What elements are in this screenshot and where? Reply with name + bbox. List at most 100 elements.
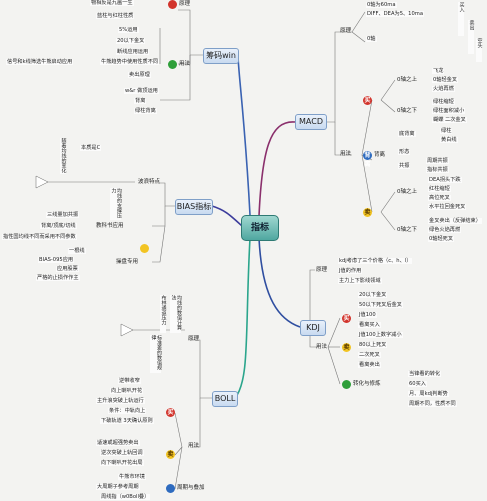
macd-usage-label: 用法 xyxy=(340,151,352,157)
bias-practical-item: 应用股票 xyxy=(56,266,79,272)
bias-textbook-item: 背离/顶底/切线 xyxy=(40,223,77,229)
macd-sell-item: 高位死叉 xyxy=(428,195,451,201)
bias-feature-vert: 随着均线的变化 xyxy=(60,138,67,174)
chouma-bottom-item: 绿柱背离 xyxy=(134,108,157,114)
macd-sell-item: 0轴轻死叉 xyxy=(428,236,455,242)
macd-buy-item: 飞龙 xyxy=(432,68,445,74)
macd-origin-item: DIFF、DEA为5、10ma xyxy=(366,11,425,17)
chouma-top-item: 物相反是九画一生 xyxy=(90,0,134,6)
boll-sell-item: 向下喇叭开花出局 xyxy=(100,460,144,466)
boll-buy-item: 逆带收窄 xyxy=(118,378,141,384)
kdj-conv-item: 当锋看的转化 xyxy=(408,371,442,377)
bias-practical-item: BIAS-095应用 xyxy=(38,257,75,263)
boll-origin-vert: 均线的数值计算法 xyxy=(170,295,182,333)
macd-origin-vert: 买入 xyxy=(458,2,465,36)
macd-origin-vert: 空头 xyxy=(476,38,483,62)
below-zero-label: 0轴之下 xyxy=(397,108,417,114)
divergence-sub: 共振 xyxy=(398,163,411,169)
divergence-sub: 形态 xyxy=(398,149,411,155)
boll-buy-item: 向上喇叭开花 xyxy=(110,388,144,394)
chouma-origin-label: 原理 xyxy=(179,1,191,7)
divergence-icon: 背离 xyxy=(363,151,372,168)
kdj-origin-item: 主力上下影线领域 xyxy=(338,278,382,284)
macd-node[interactable]: MACD xyxy=(295,114,327,130)
chouma-top-item: 蓝柱与红柱性质 xyxy=(96,13,135,19)
kdj-buy-item: J值100 xyxy=(358,312,377,318)
boll-usage-label: 用法 xyxy=(188,443,200,449)
macd-buy-item: 0轴轻金叉 xyxy=(432,77,459,83)
kdj-buy-item: 50以下死叉后金叉 xyxy=(358,302,403,308)
bias-textbook-label: 教科书应用 xyxy=(96,223,124,229)
kdj-buy-item: 看离买入 xyxy=(358,322,381,328)
divergence-label: 背离 xyxy=(374,152,386,158)
above-zero-label: 0轴之上 xyxy=(397,189,417,195)
practical-icon xyxy=(140,244,149,253)
boll-sell-item: 逆次突破上轨回调 xyxy=(100,450,144,456)
kdj-conversion-label: 转化与修炼 xyxy=(353,381,381,387)
bias-practical-item: 严格的止损作作主 xyxy=(36,275,80,281)
boll-cycle-label: 周期与叠加 xyxy=(177,485,205,491)
chouma-mid-item: 断线应用运用 xyxy=(116,49,150,55)
bias-node[interactable]: BIAS指标 xyxy=(175,199,213,215)
conversion-icon xyxy=(342,380,351,389)
boll-origin-vert: 布林通道压力 xyxy=(160,295,167,333)
divergence-item: 指标共振 xyxy=(426,167,449,173)
macd-buy-item: 蝴蝶 二次金叉 xyxy=(432,117,467,123)
boll-cycle-item: 大周期子参考周期 xyxy=(96,484,140,490)
bias-features-label: 波浪特点 xyxy=(138,179,161,185)
chouma-mid-item: 牛熊趋势中使用性质不同 xyxy=(100,59,160,65)
boll-sell-item: 适速或超强势卖出 xyxy=(96,440,140,446)
cycle-icon xyxy=(166,484,175,493)
macd-sell-item: 绿色火焰再燃 xyxy=(428,227,462,233)
macd-origin-label: 原理 xyxy=(340,28,352,34)
sell-icon: 卖 xyxy=(166,450,175,459)
chouma-bottom-item: 背离 xyxy=(134,98,147,104)
boll-cycle-item: 周线指（w0Boll叠） xyxy=(100,494,151,500)
kdj-origin-label: 原理 xyxy=(316,267,328,273)
kdj-node[interactable]: KDJ xyxy=(300,320,326,336)
boll-origin-label: 原理 xyxy=(188,336,200,342)
macd-buy-item: 绿柱面积减小 xyxy=(432,108,466,114)
sell-icon: 卖 xyxy=(342,343,351,352)
center-node[interactable]: 指标 xyxy=(241,215,279,241)
origin-icon xyxy=(168,0,177,9)
boll-node[interactable]: BOLL xyxy=(212,391,238,407)
bias-feature-item: 本质是C xyxy=(80,145,102,151)
bias-practical-item: 一根线 xyxy=(68,248,86,254)
chouma-top-item: 20以下金叉 xyxy=(116,38,146,44)
boll-buy-item: 主升浪突破上轨运行 xyxy=(96,398,145,404)
buy-icon: 买 xyxy=(342,314,351,323)
boll-origin-vert: 标准差的数值规律 xyxy=(150,335,162,373)
kdj-origin-item: J值的作用 xyxy=(338,268,363,274)
above-zero-label: 0轴之上 xyxy=(397,77,417,83)
kdj-sell-item: J值100上数字减小 xyxy=(358,332,403,338)
divergence-item: 周期共振 xyxy=(426,158,449,164)
bias-feature-vert: 均线的支撑压力 xyxy=(110,188,122,220)
kdj-conv-item: 周期不同，性质不同 xyxy=(408,401,457,407)
boll-buy-item: 下破轨道 3天确认原则 xyxy=(100,418,154,424)
sell-icon: 卖 xyxy=(363,208,372,217)
kdj-buy-item: 20以下金叉 xyxy=(358,292,388,298)
bias-textbook-item: 指性国均线不同而采用不同参数 xyxy=(2,234,77,240)
below-zero-label: 0轴之下 xyxy=(397,227,417,233)
macd-sell-item: 水平拉回金死叉 xyxy=(428,204,467,210)
bias-practical-label: 操盘专用 xyxy=(116,259,139,265)
chouma-top-item: 5%运用 xyxy=(118,27,139,33)
boll-buy-item: 条件：中轨向上 xyxy=(108,408,147,414)
chouma-node[interactable]: 筹码win xyxy=(203,48,239,64)
macd-origin-vert: 卖出 xyxy=(468,20,475,54)
macd-sell-item: 金叉卖出（反弹结束） xyxy=(428,218,482,224)
usage-icon xyxy=(168,60,177,69)
bias-textbook-item: 三线量加共振 xyxy=(46,212,80,218)
divergence-sub: 底背离 xyxy=(398,131,416,137)
boll-cycle-item: 牛熊市环境 xyxy=(118,474,146,480)
kdj-conv-item: 月、周kdj判断势 xyxy=(408,391,449,397)
chouma-usage-label: 用法 xyxy=(179,61,191,67)
kdj-sell-item: 80以上死叉 xyxy=(358,342,388,348)
macd-buy-item: 绿柱缩短 xyxy=(432,99,455,105)
buy-icon: 买 xyxy=(166,408,175,417)
macd-origin-item: 0轴为60ma xyxy=(366,2,397,8)
divergence-item: 黄白线 xyxy=(440,137,458,143)
kdj-conv-item: 60买入 xyxy=(408,381,427,387)
